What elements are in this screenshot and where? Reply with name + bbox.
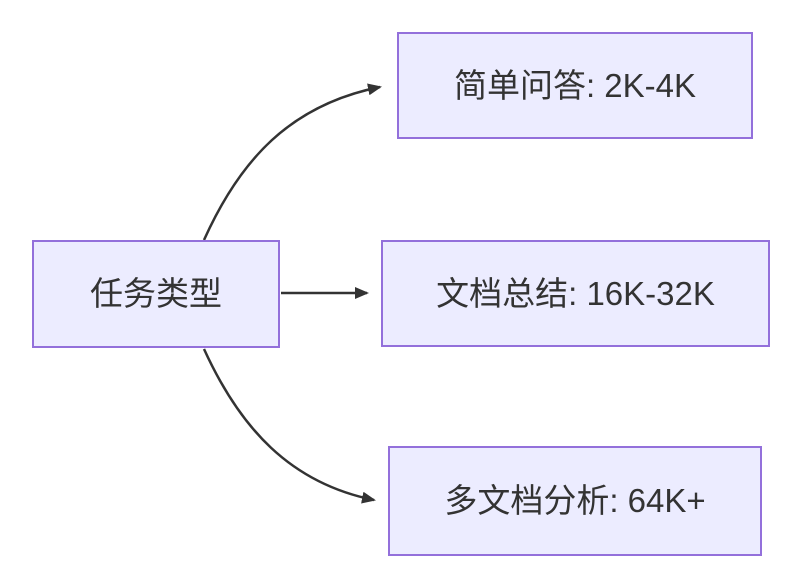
node-task-type: 任务类型	[32, 240, 280, 348]
node-task-type-label: 任务类型	[90, 275, 222, 313]
edge-root-to-multi-doc	[202, 348, 376, 504]
node-doc-summary: 文档总结: 16K-32K	[381, 240, 770, 347]
node-simple-qa: 简单问答: 2K-4K	[397, 32, 753, 139]
node-multi-doc-analysis-label: 多文档分析: 64K+	[444, 482, 706, 520]
edge-root-to-simple-qa	[202, 83, 382, 241]
node-simple-qa-label: 简单问答: 2K-4K	[453, 66, 697, 104]
node-doc-summary-label: 文档总结: 16K-32K	[436, 274, 715, 312]
node-multi-doc-analysis: 多文档分析: 64K+	[388, 446, 762, 556]
